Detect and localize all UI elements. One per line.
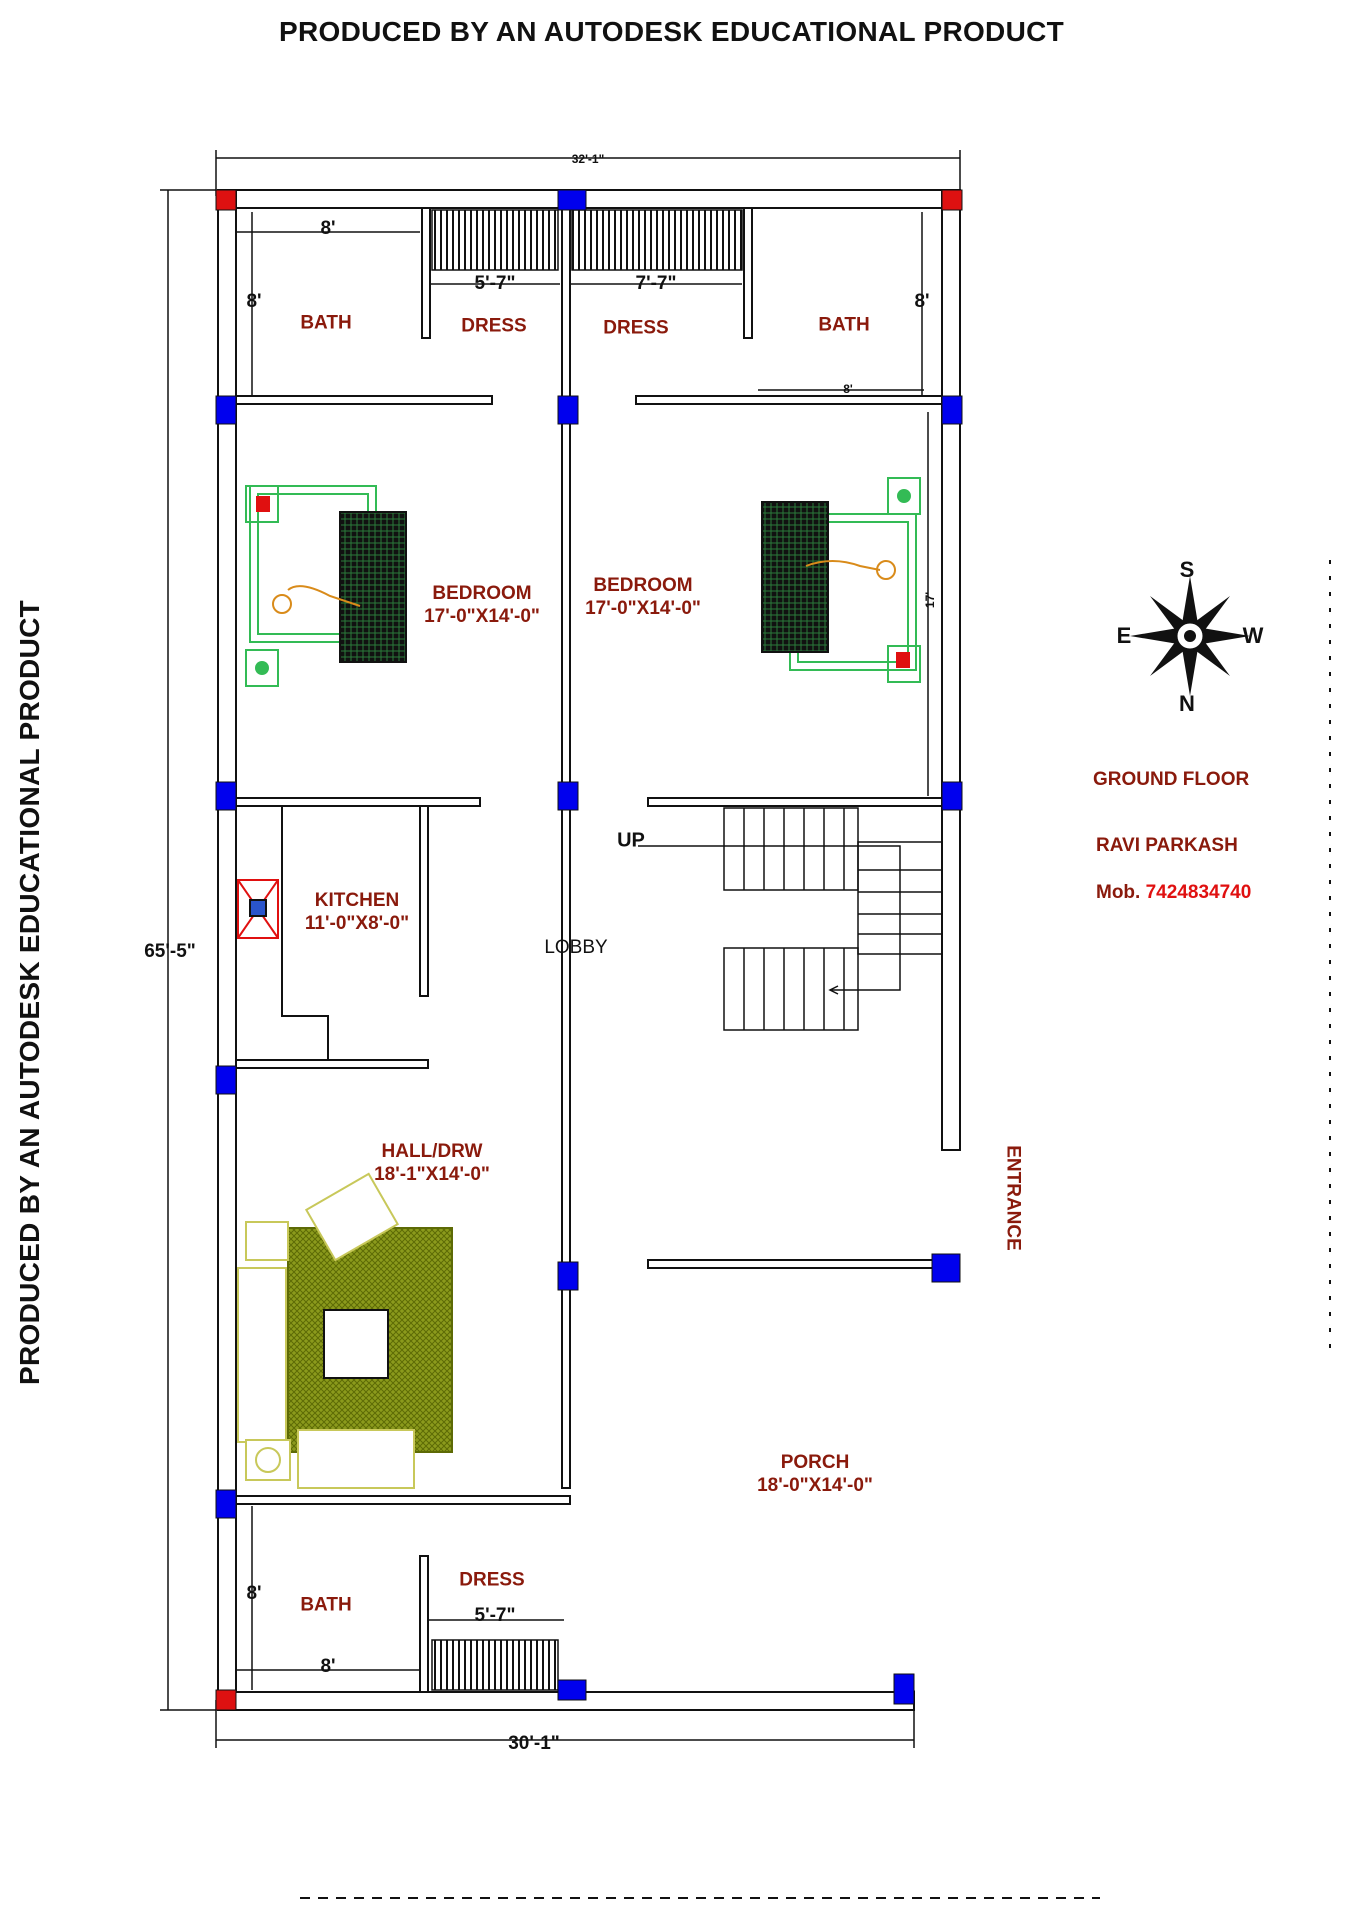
room-dress-bl: DRESS: [459, 1569, 525, 1591]
compass-rose-icon: [1130, 576, 1250, 696]
plant-left-icon: [255, 661, 269, 675]
room-bath-tl: BATH: [300, 312, 352, 334]
room-hall: HALL/DRW 18'-1"X14'-0": [374, 1140, 490, 1186]
plant-right-icon: [897, 489, 911, 503]
dim-bedroom-r-h: 17': [923, 591, 937, 609]
dim-bath-bl-w: 8': [320, 1656, 336, 1677]
compass-w: W: [1242, 623, 1264, 648]
dim-bath-tr-w: 8': [843, 382, 853, 396]
staircase: [638, 807, 943, 1031]
living-room-furniture: [237, 1172, 453, 1489]
stair-up-label: UP: [617, 829, 645, 852]
room-bedroom-left: BEDROOM 17'-0"X14'-0": [424, 582, 540, 628]
compass-n: N: [1179, 691, 1195, 716]
mobile-label: Mob.: [1096, 882, 1141, 903]
stove-icon: [237, 879, 279, 939]
bedroom-left-name: BEDROOM: [432, 583, 532, 604]
dim-bath-tr-h: 8': [914, 291, 930, 312]
lamp-right-icon: [896, 652, 910, 668]
owner-mobile: Mob. 7424834740: [1096, 882, 1251, 904]
lamp-left-icon: [256, 496, 270, 512]
room-dress-tr: DRESS: [603, 317, 669, 339]
room-bedroom-right: BEDROOM 17'-0"X14'-0": [585, 574, 701, 620]
entrance-label: ENTRANCE: [1002, 1145, 1024, 1251]
bedroom-left-size: 17'-0"X14'-0": [424, 606, 540, 627]
kitchen-name: KITCHEN: [314, 890, 400, 911]
compass-s: S: [1179, 557, 1195, 582]
dim-total-height: 65'-5": [144, 941, 196, 962]
bedroom-right-size: 17'-0"X14'-0": [585, 598, 701, 619]
dim-dress-tl-w: 5'-7": [474, 273, 516, 294]
bed-right: [761, 477, 921, 683]
hall-name: HALL/DRW: [381, 1141, 483, 1162]
dim-dress-tr-w: 7'-7": [635, 273, 677, 294]
porch-size: 18'-0"X14'-0": [757, 1475, 873, 1496]
room-bath-tr: BATH: [818, 314, 870, 336]
room-porch: PORCH 18'-0"X14'-0": [757, 1451, 873, 1497]
watermark-left: PRODUCED BY AN AUTODESK EDUCATIONAL PROD…: [14, 599, 45, 1385]
dim-bottom-width: 30'-1": [508, 1733, 560, 1754]
wardrobes: [431, 209, 743, 1691]
room-kitchen: KITCHEN 11'-0"X8'-0": [305, 889, 409, 935]
kitchen-counter: [281, 806, 329, 1060]
dim-bath-tl-h: 8': [246, 291, 262, 312]
columns: [215, 189, 963, 1711]
owner-name: RAVI PARKASH: [1096, 835, 1238, 856]
mobile-number: 7424834740: [1145, 882, 1252, 903]
dim-top-width: 32'-1": [571, 152, 605, 166]
floor-title: GROUND FLOOR: [1093, 769, 1250, 790]
room-bath-bl: BATH: [300, 1594, 352, 1616]
bed-left: [245, 485, 407, 687]
compass-e: E: [1116, 623, 1132, 648]
dim-bath-tl-w: 8': [320, 218, 336, 239]
room-dress-tl: DRESS: [461, 315, 527, 337]
room-lobby: LOBBY: [544, 937, 608, 958]
hall-size: 18'-1"X14'-0": [374, 1164, 490, 1185]
dim-bath-bl-h: 8': [246, 1583, 262, 1604]
porch-name: PORCH: [780, 1452, 850, 1473]
watermark-top: PRODUCED BY AN AUTODESK EDUCATIONAL PROD…: [279, 16, 1065, 47]
dim-dress-bl-w: 5'-7": [474, 1605, 516, 1626]
kitchen-size: 11'-0"X8'-0": [304, 913, 410, 934]
bedroom-right-name: BEDROOM: [593, 575, 693, 596]
